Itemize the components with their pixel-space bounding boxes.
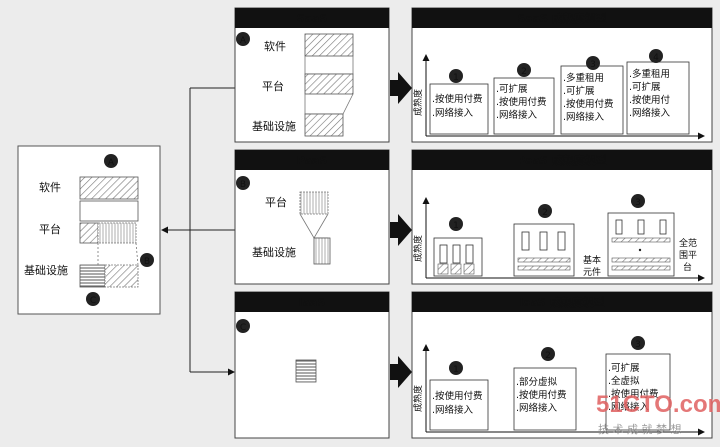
saas-level-3-item: .按使用付费 bbox=[563, 98, 614, 110]
saas-software-layer bbox=[304, 33, 354, 57]
paas-level-2-num: 2 bbox=[542, 208, 548, 218]
left-infra-part bbox=[79, 264, 106, 288]
saas-label-platform: 平台 bbox=[262, 79, 284, 93]
svg-text:B: B bbox=[144, 257, 150, 267]
saas-level-3-item: .可扩展 bbox=[563, 85, 595, 97]
paas-label-platform: 平台 bbox=[265, 195, 287, 209]
iaas-infra-layer bbox=[295, 359, 317, 383]
iaas-level-2-item: .按使用付费 bbox=[516, 389, 567, 401]
iaas-level-3-item: .全虚拟 bbox=[608, 375, 640, 387]
saas-model-title: SaaS 成熟度模型 bbox=[517, 11, 607, 25]
iaas-level-3-item: .网络接入 bbox=[608, 401, 650, 413]
paas-arrow-icon bbox=[390, 214, 412, 246]
saas-platform-layer bbox=[304, 73, 354, 95]
iaas-level-3-item: .可扩展 bbox=[608, 362, 640, 374]
left-badge-a: A bbox=[104, 154, 118, 168]
saas-level-3-num: 3 bbox=[590, 60, 596, 70]
iaas-level-1-item: .按使用付费 bbox=[432, 390, 483, 402]
iaas-model-panel: laaS 成熟度模型 成熟度 1 .按使用付费 .网络接入 2 .部分虚拟 .按… bbox=[411, 291, 713, 439]
left-platform-layer bbox=[97, 222, 137, 244]
svg-text:A: A bbox=[240, 36, 247, 46]
left-label-infra: 基础设施 bbox=[24, 264, 68, 277]
iaas-arrow-icon bbox=[390, 356, 412, 388]
svg-text:B: B bbox=[240, 180, 246, 190]
paas-note-full: 围平 bbox=[679, 250, 697, 261]
iaas-model-title: laaS 成熟度模型 bbox=[519, 295, 604, 309]
iaas-level-2-item: .网络接入 bbox=[516, 402, 558, 414]
saas-level-1-num: 1 bbox=[453, 73, 459, 83]
saas-level-1-item: .网络接入 bbox=[432, 107, 474, 119]
watermark-slogan: 技 术 成 就 梦 想 bbox=[598, 422, 681, 436]
saas-title: SaaS bbox=[297, 12, 328, 25]
saas-level-4-item: .按使用付 bbox=[629, 94, 671, 106]
iaas-level-2-num: 2 bbox=[545, 351, 551, 361]
saas-model-panel: SaaS 成熟度模型 成熟度 1 .按使用付费 .网络接入 2 .可扩展 .按使… bbox=[411, 7, 713, 143]
saas-panel: SaaS A 软件 平台 基础设施 bbox=[234, 7, 412, 143]
left-badge-c: C bbox=[86, 292, 100, 306]
paas-title: PaaS bbox=[297, 154, 328, 167]
saas-level-3-item: .多重租用 bbox=[563, 72, 604, 84]
paas-note-basic: 基本 bbox=[583, 254, 601, 266]
paas-note-full: 全范 bbox=[679, 237, 697, 249]
left-panel: A 软件 平台 基础设施 B C bbox=[17, 145, 161, 315]
left-blank-layer bbox=[79, 200, 139, 222]
paas-y-label: 成熟度 bbox=[412, 235, 424, 262]
saas-level-4-item: .网络接入 bbox=[629, 107, 671, 119]
iaas-level-3-item: .按使用付费 bbox=[608, 388, 659, 400]
svg-text:A: A bbox=[108, 158, 115, 168]
iaas-badge: C bbox=[236, 319, 250, 333]
iaas-y-label: 成熟度 bbox=[412, 385, 424, 412]
left-platform-part bbox=[79, 222, 99, 244]
saas-level-2-num: 2 bbox=[521, 67, 527, 77]
paas-level-3-num: 3 bbox=[635, 198, 641, 208]
saas-level-2-item: .网络接入 bbox=[496, 109, 538, 121]
paas-platform-layer bbox=[299, 191, 329, 215]
left-infra-layer bbox=[104, 264, 139, 288]
svg-text:C: C bbox=[240, 323, 246, 333]
left-badge-b: B bbox=[140, 253, 154, 267]
watermark-site: 51CTO.com bbox=[596, 391, 720, 418]
left-label-software: 软件 bbox=[39, 180, 61, 194]
svg-text:C: C bbox=[90, 296, 96, 306]
watermark: 51CTO.com 技 术 成 就 梦 想 bbox=[596, 391, 720, 436]
saas-level-4-item: .可扩展 bbox=[629, 81, 661, 93]
paas-model-title: PaaS 成熟度模型 bbox=[517, 153, 606, 167]
saas-level-3-item: .网络接入 bbox=[563, 111, 605, 123]
saas-label-infra: 基础设施 bbox=[252, 120, 296, 133]
iaas-level-2-item: .部分虚拟 bbox=[516, 376, 558, 388]
saas-level-2-item: .可扩展 bbox=[496, 83, 528, 95]
paas-note-basic: 元件 bbox=[583, 266, 601, 278]
paas-panel: PaaS B 平台 基础设施 bbox=[234, 149, 412, 285]
saas-level-2-item: .按使用付费 bbox=[496, 96, 547, 108]
paas-model-panel: PaaS 成熟度模型 成熟度 1 2 基本 元件 3 bbox=[411, 149, 713, 285]
iaas-title: laaS bbox=[299, 296, 326, 309]
saas-arrow-icon bbox=[390, 72, 412, 104]
paas-level-1-num: 1 bbox=[453, 221, 459, 231]
paas-note-full: 台 bbox=[683, 261, 692, 273]
saas-badge: A bbox=[236, 32, 250, 46]
paas-label-infra: 基础设施 bbox=[252, 246, 296, 259]
paas-infra-layer bbox=[313, 237, 331, 265]
left-software-layer bbox=[79, 176, 139, 200]
iaas-panel: laaS C bbox=[234, 291, 412, 439]
connectors bbox=[161, 87, 236, 376]
paas-badge: B bbox=[236, 176, 250, 190]
iaas-level-1-num: 1 bbox=[453, 365, 459, 375]
left-label-platform: 平台 bbox=[39, 222, 61, 236]
saas-y-label: 成熟度 bbox=[412, 89, 424, 116]
saas-infra-layer bbox=[304, 113, 344, 137]
saas-level-4-item: .多重租用 bbox=[629, 68, 670, 80]
saas-level-4-num: 4 bbox=[653, 53, 659, 63]
iaas-level-3-num: 3 bbox=[635, 340, 641, 350]
saas-level-1-item: .按使用付费 bbox=[432, 93, 483, 105]
iaas-level-1-item: .网络接入 bbox=[432, 404, 474, 416]
saas-label-software: 软件 bbox=[264, 39, 286, 53]
